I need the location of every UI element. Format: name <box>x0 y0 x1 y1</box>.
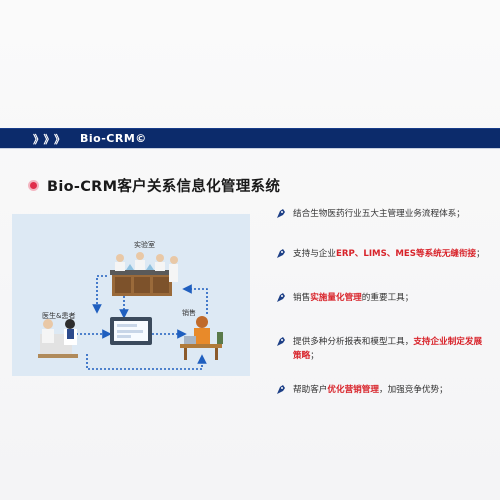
workflow-diagram: 实验室 医生&患者 销售 <box>12 214 250 376</box>
flow-arrows <box>72 275 208 370</box>
feature-text-5: 帮助客户优化营销管理，加强竞争优势； <box>293 385 448 395</box>
feature-item: 支持与企业ERP、LIMS、MES等系统无缝衔接； <box>275 247 490 261</box>
feature-item: 提供多种分析报表和模型工具，支持企业制定发展策略； <box>275 335 490 363</box>
doctor-patient-scene <box>38 319 78 358</box>
header-title: Bio-CRM© <box>80 132 147 145</box>
chevrons-icon: 》》》 <box>33 132 70 146</box>
tablet-scene <box>110 317 152 345</box>
pen-nib-icon <box>277 385 285 394</box>
diagram-illustration <box>38 252 223 370</box>
feature-item: 帮助客户优化营销管理，加强竞争优势； <box>275 383 490 397</box>
sales-scene <box>180 316 223 360</box>
lab-scene <box>110 252 178 296</box>
feature-item: 销售实施量化管理的重要工具； <box>275 291 490 305</box>
pen-nib-icon <box>277 293 285 302</box>
feature-text-2: 支持与企业ERP、LIMS、MES等系统无缝衔接； <box>293 249 485 259</box>
pen-nib-icon <box>277 337 285 346</box>
pen-nib-icon <box>277 249 285 258</box>
header-divider <box>0 148 500 149</box>
feature-text-4: 提供多种分析报表和模型工具，支持企业制定发展策略； <box>293 337 483 361</box>
feature-text-3: 销售实施量化管理的重要工具； <box>293 293 414 303</box>
bullet-dot-icon <box>28 180 39 191</box>
feature-item: 结合生物医药行业五大主管理业务流程体系； <box>275 207 490 221</box>
feature-text-1: 结合生物医药行业五大主管理业务流程体系； <box>293 209 465 219</box>
section-title: Bio-CRM客户关系信息化管理系统 <box>47 179 281 195</box>
doctor-patient-label: 医生&患者 <box>42 312 76 320</box>
pen-nib-icon <box>277 209 285 218</box>
sales-label: 销售 <box>182 309 196 317</box>
lab-label: 实验室 <box>134 241 155 249</box>
section-title-row: Bio-CRM客户关系信息化管理系统 <box>28 175 280 196</box>
header-bar: 》》》 Bio-CRM© <box>0 128 500 148</box>
